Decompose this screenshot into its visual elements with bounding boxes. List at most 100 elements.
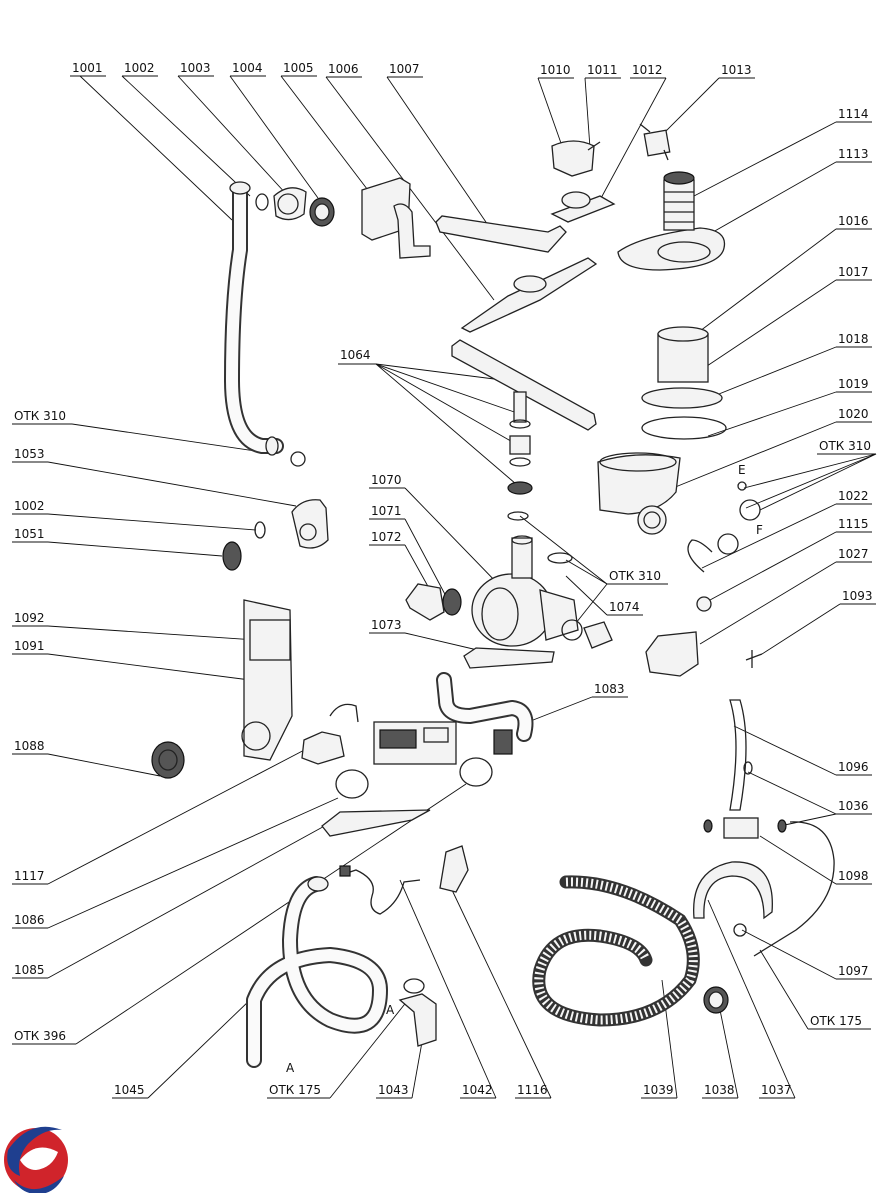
part-1039-drain-hose[interactable] <box>532 875 700 1027</box>
label-1072[interactable]: 1072 <box>371 530 402 544</box>
label-1092[interactable]: 1092 <box>14 611 45 625</box>
part-1064-lower-spray-arm[interactable] <box>451 339 597 521</box>
part-1113-filter-plate[interactable] <box>617 227 726 271</box>
part-1007-upper-pipe[interactable] <box>435 215 567 253</box>
label-1022[interactable]: 1022 <box>838 489 869 503</box>
part-1114-microfilter[interactable] <box>663 171 695 231</box>
label-otk310-left[interactable]: ОТК 310 <box>14 409 66 423</box>
part-1074-outlet[interactable] <box>561 619 613 649</box>
part-clamp-e[interactable]: E <box>737 463 747 491</box>
part-1083-drain-hose[interactable] <box>436 672 534 755</box>
part-1043-aqua-valve[interactable]: A <box>386 978 437 1047</box>
part-1051-nut[interactable] <box>222 541 242 571</box>
part-1002-seal-left[interactable] <box>254 521 266 539</box>
label-otk396[interactable]: ОТК 396 <box>14 1029 66 1043</box>
label-1005[interactable]: 1005 <box>283 61 314 75</box>
label-1038[interactable]: 1038 <box>704 1083 735 1097</box>
part-1093-sensor[interactable] <box>745 650 763 668</box>
part-1071-seal[interactable] <box>442 588 462 616</box>
label-otk310-center[interactable]: ОТК 310 <box>609 569 661 583</box>
part-1037-hose-holder[interactable] <box>693 861 773 920</box>
part-1088-cap[interactable] <box>151 741 185 779</box>
label-1114[interactable]: 1114 <box>838 107 869 121</box>
label-1020[interactable]: 1020 <box>838 407 869 421</box>
part-1010-bracket[interactable] <box>551 140 601 177</box>
label-1002-left[interactable]: 1002 <box>14 499 45 513</box>
label-1003[interactable]: 1003 <box>180 61 211 75</box>
part-1070-circulation-pump[interactable] <box>471 535 579 647</box>
part-1003-nozzle[interactable] <box>273 187 307 221</box>
label-1019[interactable]: 1019 <box>838 377 869 391</box>
part-1097-tube[interactable] <box>733 821 835 957</box>
label-1117[interactable]: 1117 <box>14 869 45 883</box>
label-1007[interactable]: 1007 <box>389 62 420 76</box>
part-1038-ring[interactable] <box>703 986 729 1014</box>
part-1092-insert[interactable] <box>249 619 291 661</box>
label-1042[interactable]: 1042 <box>462 1083 493 1097</box>
label-1018[interactable]: 1018 <box>838 332 869 346</box>
part-1042-cable[interactable] <box>339 865 421 915</box>
label-1045[interactable]: 1045 <box>114 1083 145 1097</box>
label-otk175-right[interactable]: ОТК 175 <box>810 1014 862 1028</box>
label-1017[interactable]: 1017 <box>838 265 869 279</box>
label-1011[interactable]: 1011 <box>587 63 618 77</box>
part-1002-seal[interactable] <box>255 193 269 211</box>
label-1093[interactable]: 1093 <box>842 589 873 603</box>
label-1115[interactable]: 1115 <box>838 517 869 531</box>
label-1001[interactable]: 1001 <box>72 61 103 75</box>
part-1116-connector[interactable] <box>439 845 469 893</box>
part-1072-adapter[interactable] <box>405 583 445 621</box>
label-1116[interactable]: 1116 <box>517 1083 548 1097</box>
part-1027-heater[interactable] <box>645 631 699 677</box>
part-1012-float[interactable] <box>550 191 616 223</box>
label-1085[interactable]: 1085 <box>14 963 45 977</box>
label-1027[interactable]: 1027 <box>838 547 869 561</box>
part-1096-pipe[interactable] <box>729 699 753 811</box>
label-otk175-bottom[interactable]: ОТК 175 <box>269 1083 321 1097</box>
label-1097[interactable]: 1097 <box>838 964 869 978</box>
part-1045-inlet-hose[interactable]: A <box>246 876 388 1075</box>
part-1115-valve[interactable] <box>696 596 712 612</box>
part-1098-flowmeter[interactable] <box>723 817 759 839</box>
label-1071[interactable]: 1071 <box>371 504 402 518</box>
part-1001-feed-tube[interactable] <box>224 181 306 467</box>
part-1022-hose[interactable] <box>687 539 713 573</box>
label-1074[interactable]: 1074 <box>609 600 640 614</box>
label-1083[interactable]: 1083 <box>594 682 625 696</box>
part-1086-control-unit[interactable] <box>373 721 457 765</box>
part-1020-sump[interactable] <box>597 452 681 535</box>
label-otk310-right[interactable]: ОТК 310 <box>819 439 871 453</box>
label-1053[interactable]: 1053 <box>14 447 45 461</box>
label-1088[interactable]: 1088 <box>14 739 45 753</box>
label-1006[interactable]: 1006 <box>328 62 359 76</box>
part-clamp-f[interactable]: F <box>717 499 763 555</box>
label-1073[interactable]: 1073 <box>371 618 402 632</box>
label-1096[interactable]: 1096 <box>838 760 869 774</box>
label-1010[interactable]: 1010 <box>540 63 571 77</box>
label-1051[interactable]: 1051 <box>14 527 45 541</box>
label-1086[interactable]: 1086 <box>14 913 45 927</box>
label-1036[interactable]: 1036 <box>838 799 869 813</box>
label-1113[interactable]: 1113 <box>838 147 869 161</box>
part-1117-inlet-valve[interactable] <box>301 703 359 765</box>
label-1002[interactable]: 1002 <box>124 61 155 75</box>
part-1073-tray[interactable] <box>463 647 555 669</box>
label-1039[interactable]: 1039 <box>643 1083 674 1097</box>
part-1036-fittings[interactable] <box>703 819 787 833</box>
label-1091[interactable]: 1091 <box>14 639 45 653</box>
label-1012[interactable]: 1012 <box>632 63 663 77</box>
label-1004[interactable]: 1004 <box>232 61 263 75</box>
label-1098[interactable]: 1098 <box>838 869 869 883</box>
part-1019-gasket[interactable] <box>641 416 727 440</box>
label-1070[interactable]: 1070 <box>371 473 402 487</box>
label-1016[interactable]: 1016 <box>838 214 869 228</box>
part-1005-connector[interactable] <box>361 177 431 259</box>
label-1043[interactable]: 1043 <box>378 1083 409 1097</box>
label-1037[interactable]: 1037 <box>761 1083 792 1097</box>
part-1016-coarse-filter[interactable] <box>657 326 709 383</box>
part-1013-sensor[interactable] <box>639 123 671 161</box>
label-1013[interactable]: 1013 <box>721 63 752 77</box>
part-1004-nut[interactable] <box>309 197 335 227</box>
label-1064[interactable]: 1064 <box>340 348 371 362</box>
part-1085-shroud[interactable] <box>321 757 493 837</box>
